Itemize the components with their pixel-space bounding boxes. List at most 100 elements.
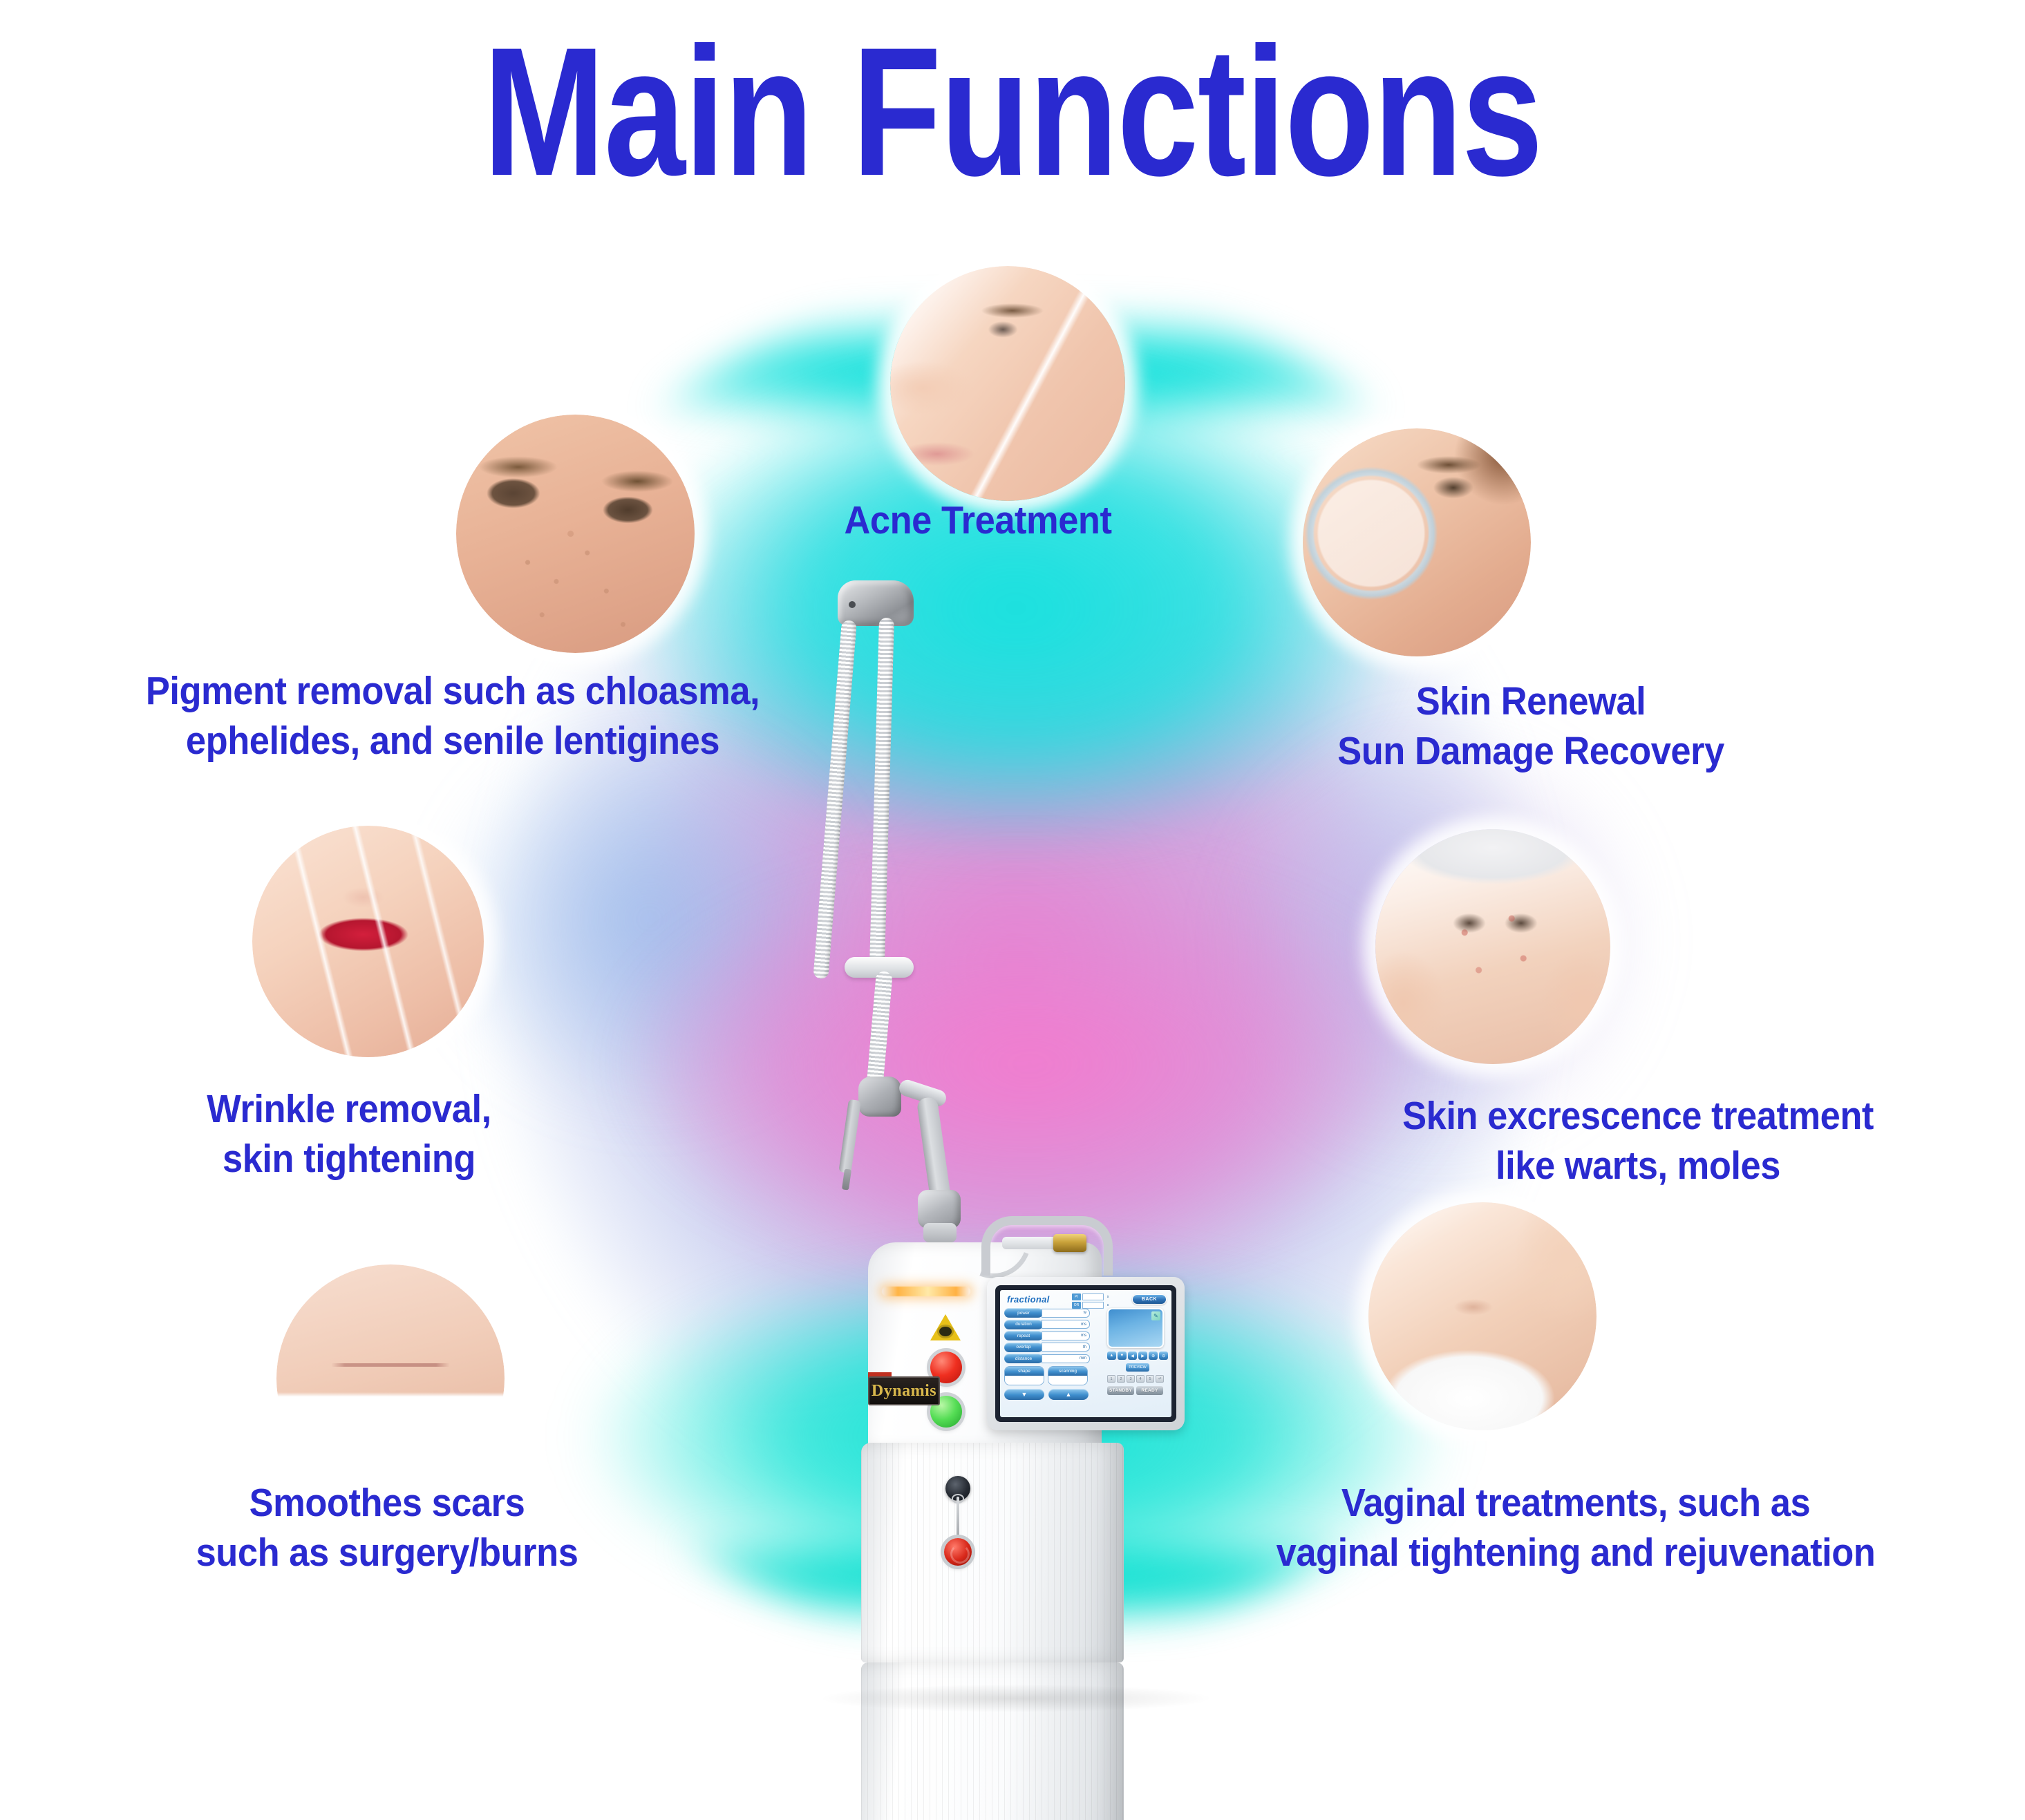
number-key[interactable]: 3 [1127,1375,1135,1383]
pi-label: PI [1072,1293,1081,1300]
shape-dropdown-value [1005,1376,1044,1385]
parameter-row-power[interactable]: power w [1004,1308,1090,1318]
number-key[interactable]: 1 [1107,1375,1115,1383]
pi-row[interactable]: PI s [1072,1293,1111,1300]
warning-triangle-shape [930,1314,961,1340]
zoom-in-icon[interactable]: ⊕ [1149,1352,1158,1360]
screen-mode-title: fractional [1007,1294,1050,1305]
caption-wrinkle-removal: Wrinkle removal, skin tightening [207,1087,491,1181]
abdomen-scar-photo [276,1264,505,1492]
touchscreen-frame: fractional PI s OR s BACK [995,1285,1176,1422]
touchscreen-display[interactable]: fractional PI s OR s BACK [1000,1290,1171,1417]
connector-body [1002,1237,1062,1249]
laser-handpiece [838,1099,861,1174]
brand-name-text: Dynamis [871,1381,937,1400]
arm-top-joint [838,580,914,626]
pi-or-block: PI s OR s [1072,1293,1111,1310]
step-up-button[interactable]: ▲ [1048,1389,1089,1400]
pi-field[interactable] [1082,1293,1104,1300]
ready-button[interactable]: READY [1136,1386,1163,1395]
machine-lower-body [861,1662,1124,1820]
acne-face-towel-photo-image [1375,829,1610,1064]
fractional-co2-laser-machine: Dynamis fractional PI s OR [795,580,1223,1820]
nav-up-icon[interactable]: ▲ [1107,1352,1116,1360]
number-key-row: 1 2 3 4 5 ⏎ [1107,1375,1168,1383]
parameter-unit[interactable]: ms [1042,1320,1090,1329]
female-body-underwear-photo [1368,1202,1597,1430]
key-shaft [957,1497,959,1535]
scanning-dropdown-label: scanning [1048,1367,1087,1376]
scanning-dropdown-value [1048,1376,1087,1385]
magnifier-sun-damaged-skin-photo-image [1303,428,1531,656]
parameter-unit[interactable]: mm [1042,1354,1090,1363]
parameter-label: distance [1004,1354,1043,1363]
or-row[interactable]: OR s [1072,1302,1111,1309]
arm-elbow-joint [858,1077,901,1117]
shape-dropdown[interactable]: shape [1004,1366,1044,1385]
arm-base-collar [923,1223,957,1242]
nav-left-icon[interactable]: ◀ [1128,1352,1137,1360]
parameter-label: overlap [1004,1342,1043,1352]
shape-dropdown-label: shape [1005,1367,1044,1376]
arm-base-joint [918,1190,961,1229]
lips-lifting-arrows-photo-image [252,826,484,1057]
or-field[interactable] [1082,1302,1104,1309]
caption-skin-excrescence: Skin excrescence treatment like warts, m… [1402,1094,1874,1188]
or-unit: s [1106,1303,1109,1307]
laser-radiation-warning-triangle [930,1314,961,1340]
parameter-row-distance[interactable]: distance mm [1004,1354,1090,1363]
caption-pigment-removal: Pigment removal such as chloasma, epheli… [145,669,760,763]
acne-face-towel-photo [1375,829,1610,1064]
parameter-list: power w duration ms repeat ms overlap [1004,1308,1090,1400]
nav-down-icon[interactable]: ▼ [1118,1352,1127,1360]
magnifier-sun-damaged-skin-photo [1303,428,1531,656]
zoom-out-icon[interactable]: ⊖ [1159,1352,1168,1360]
abdomen-scar-photo-image [276,1264,505,1492]
amber-led-indicator-strip [882,1287,970,1296]
face-profile-laser-beam-photo-image [890,266,1125,501]
dropdown-row: shape scanning [1004,1366,1090,1385]
machine-mid-body [861,1443,1124,1662]
parameter-label: power [1004,1308,1043,1318]
parameter-label: repeat [1004,1331,1043,1340]
parameter-row-duration[interactable]: duration ms [1004,1319,1090,1329]
status-button-row: STANDBY READY [1107,1386,1168,1395]
caption-vaginal-treatments: Vaginal treatments, such as vaginal tigh… [1276,1481,1876,1575]
parameter-row-repeat[interactable]: repeat ms [1004,1331,1090,1340]
arm-tube-left [813,620,857,980]
pi-unit: s [1106,1295,1109,1299]
screen-right-panel: ✎ ▲ ▼ ◀ ▶ ⊕ ⊖ PREVIEW 1 [1107,1308,1168,1395]
step-down-button[interactable]: ▼ [1004,1389,1044,1400]
gold-fiber-connector [1053,1234,1086,1252]
caption-skin-renewal: Skin Renewal Sun Damage Recovery [1337,679,1724,773]
or-label: OR [1072,1302,1081,1309]
emergency-stop-button[interactable] [944,1538,972,1566]
number-key[interactable]: 5 [1146,1375,1154,1383]
female-body-underwear-photo-image [1368,1202,1597,1430]
parameter-row-overlap[interactable]: overlap th [1004,1342,1090,1352]
brand-plate: Dynamis [868,1376,940,1405]
freckled-face-photo-image [456,415,695,653]
machine-shadow [822,1685,1209,1712]
nav-right-icon[interactable]: ▶ [1138,1352,1147,1360]
treatment-preview-area[interactable]: ✎ [1107,1308,1164,1348]
edit-pencil-icon[interactable]: ✎ [1151,1311,1160,1320]
touchscreen-bezel: fractional PI s OR s BACK [987,1277,1185,1430]
number-key[interactable]: 4 [1136,1375,1145,1383]
preview-button[interactable]: PREVIEW [1126,1363,1149,1372]
standby-button[interactable]: STANDBY [1107,1386,1134,1395]
face-profile-laser-beam-photo [890,266,1125,501]
parameter-unit[interactable]: th [1042,1343,1090,1352]
stepper-row: ▼ ▲ [1004,1389,1090,1400]
back-button[interactable]: BACK [1132,1294,1167,1305]
caption-smoothes-scars: Smoothes scars such as surgery/burns [196,1481,578,1575]
scanning-dropdown[interactable]: scanning [1048,1366,1088,1385]
arm-tube-lower [866,970,893,1090]
parameter-unit[interactable]: ms [1042,1331,1090,1340]
parameter-unit[interactable]: w [1042,1308,1090,1318]
lips-lifting-arrows-photo [252,826,484,1057]
arm-lower-segment [916,1096,952,1202]
number-key[interactable]: 2 [1117,1375,1125,1383]
enter-key-icon[interactable]: ⏎ [1156,1375,1164,1383]
